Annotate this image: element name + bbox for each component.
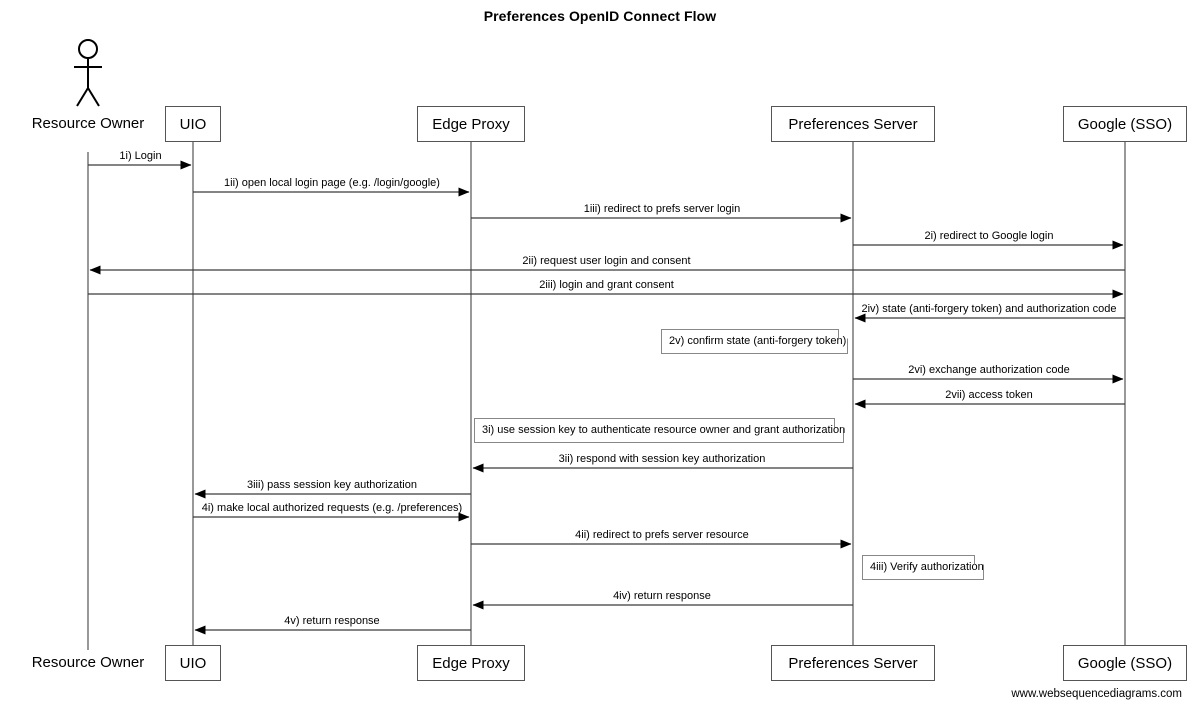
- message-label-m13: 4ii) redirect to prefs server resource: [575, 529, 749, 541]
- note-text-n2: 3i) use session key to authenticate reso…: [482, 424, 846, 436]
- message-label-m11: 3iii) pass session key authorization: [247, 479, 417, 491]
- note-n3: 4iii) Verify authorization: [862, 555, 984, 580]
- message-label-m10: 3ii) respond with session key authorizat…: [558, 453, 766, 465]
- message-label-m14: 4iv) return response: [613, 590, 711, 602]
- participant-uio-bottom: UIO: [165, 645, 221, 681]
- message-label-m7: 2iv) state (anti-forgery token) and auth…: [861, 303, 1117, 315]
- lifelines-group: [87, 142, 1126, 650]
- participant-sso-bottom: Google (SSO): [1063, 645, 1187, 681]
- message-label-m1: 1i) Login: [119, 150, 162, 162]
- participant-uio-top: UIO: [165, 106, 221, 142]
- message-label-m4: 2i) redirect to Google login: [924, 230, 1054, 242]
- participant-prefs-top: Preferences Server: [770, 106, 936, 142]
- page-title: Preferences OpenID Connect Flow: [483, 8, 717, 24]
- footer-credit: www.websequencediagrams.com: [1011, 688, 1182, 700]
- participant-edge-bottom: Edge Proxy: [416, 645, 526, 681]
- message-arrows-group: [88, 160, 1125, 635]
- note-n1: 2v) confirm state (anti-forgery token): [661, 329, 848, 354]
- participant-ro-bottom: Resource Owner: [31, 654, 145, 671]
- participant-ro-top: Resource Owner: [31, 115, 145, 132]
- participant-prefs-bottom: Preferences Server: [770, 645, 936, 681]
- participant-sso-top: Google (SSO): [1063, 106, 1187, 142]
- message-label-m12: 4i) make local authorized requests (e.g.…: [201, 502, 463, 514]
- note-n2: 3i) use session key to authenticate reso…: [474, 418, 846, 443]
- message-label-m15: 4v) return response: [284, 615, 380, 627]
- message-label-m6: 2iii) login and grant consent: [539, 279, 674, 291]
- note-text-n3: 4iii) Verify authorization: [870, 561, 984, 573]
- note-text-n1: 2v) confirm state (anti-forgery token): [669, 335, 847, 347]
- participant-edge-top: Edge Proxy: [416, 106, 526, 142]
- message-label-m8: 2vi) exchange authorization code: [908, 364, 1070, 376]
- actor-stick-figure: [74, 39, 102, 107]
- message-label-m9: 2vii) access token: [945, 389, 1033, 401]
- message-label-m5: 2ii) request user login and consent: [522, 255, 691, 267]
- message-label-m3: 1iii) redirect to prefs server login: [583, 203, 741, 215]
- message-label-m2: 1ii) open local login page (e.g. /login/…: [224, 177, 440, 189]
